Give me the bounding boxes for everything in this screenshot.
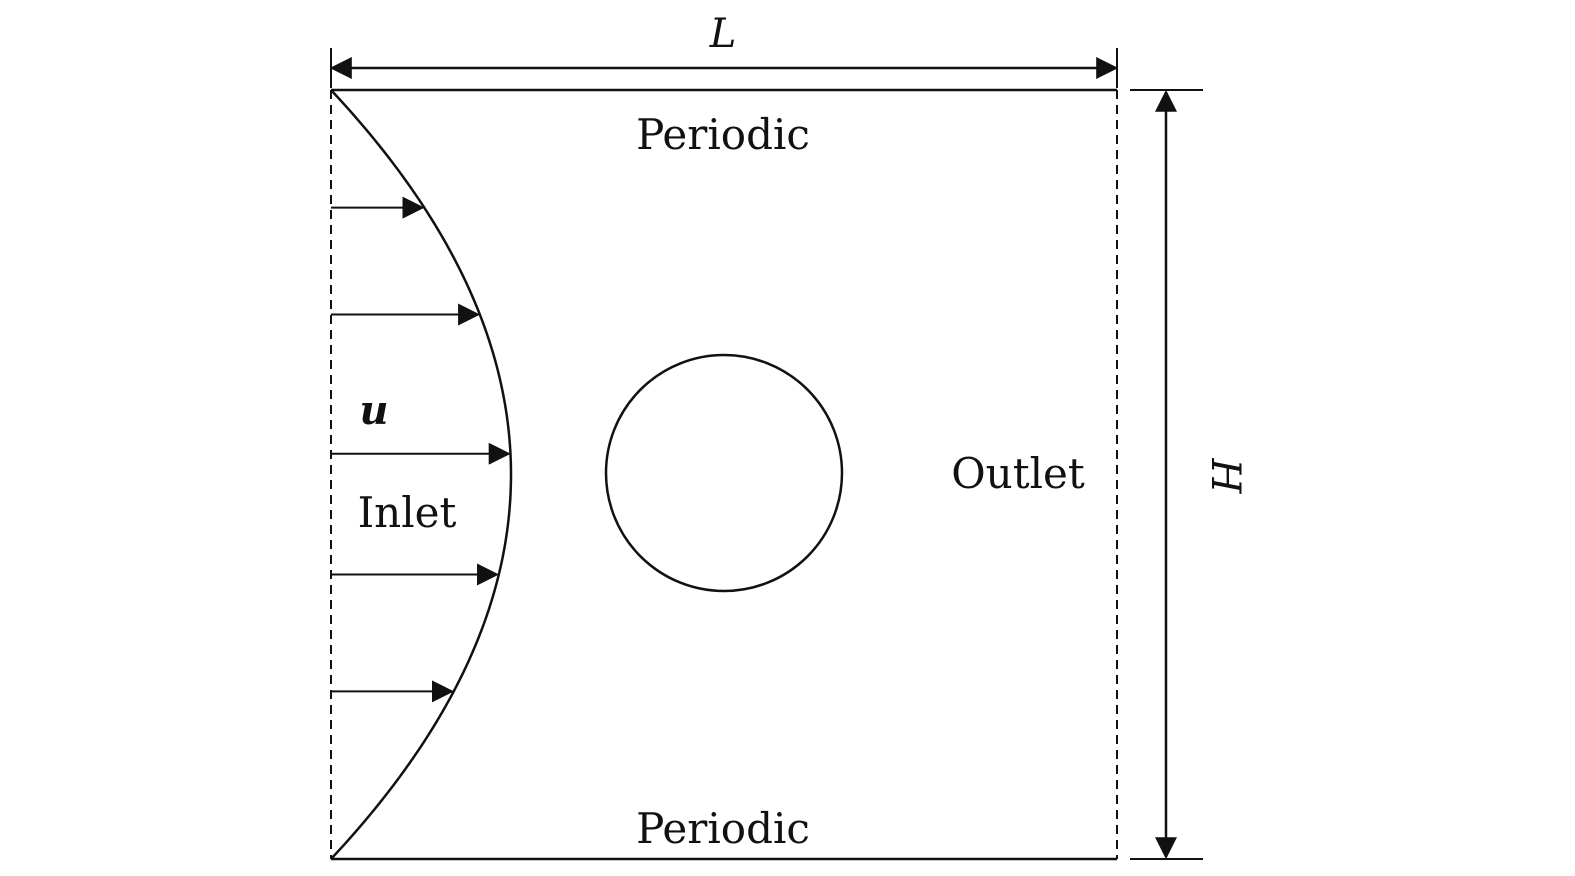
velocity-label: u [359,387,388,434]
inlet-velocity-profile-curve [330,89,513,860]
length-label: L [709,11,737,57]
cylinder-obstacle [604,353,844,593]
top-boundary-label: Periodic [636,110,810,159]
inlet-velocity-arrows [331,196,511,703]
bottom-boundary-label: Periodic [636,804,810,853]
height-label: H [1202,458,1248,495]
inlet-label: Inlet [358,488,457,537]
outlet-label: Outlet [951,449,1085,498]
